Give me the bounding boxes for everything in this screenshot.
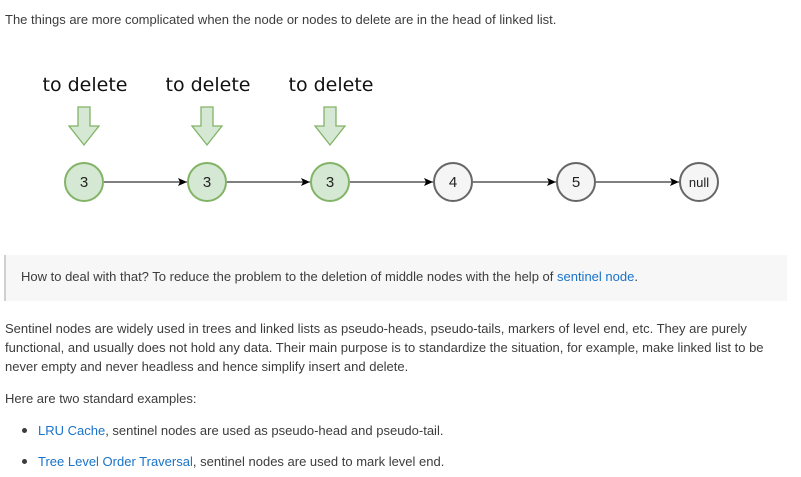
- examples-intro: Here are two standard examples:: [5, 391, 197, 406]
- list-item: Tree Level Order Traversal, sentinel nod…: [22, 452, 444, 471]
- node-value: 3: [203, 174, 211, 191]
- list-node-deleted: 3: [310, 162, 350, 202]
- to-delete-label-1: to delete: [43, 74, 128, 96]
- tree-level-order-traversal-link[interactable]: Tree Level Order Traversal: [38, 454, 193, 469]
- list-node-deleted: 3: [64, 162, 104, 202]
- callout-text: How to deal with that? To reduce the pro…: [21, 269, 638, 284]
- intro-text: The things are more complicated when the…: [5, 12, 557, 27]
- linked-list-diagram: to delete to delete to delete 3 3 3 4 5 …: [43, 74, 719, 202]
- bullet-icon: [22, 428, 27, 434]
- node-value: null: [689, 175, 709, 190]
- list-item-text: , sentinel nodes are used to mark level …: [192, 454, 445, 469]
- node-value: 3: [326, 174, 334, 191]
- callout-text-after: .: [634, 269, 638, 284]
- node-value: 3: [80, 174, 88, 191]
- list-node-null: null: [679, 162, 719, 202]
- list-node: 5: [556, 162, 596, 202]
- bullet-icon: [22, 459, 27, 465]
- down-arrow-icon: [67, 106, 101, 147]
- lru-cache-link[interactable]: LRU Cache: [38, 423, 106, 438]
- callout-box: How to deal with that? To reduce the pro…: [4, 255, 787, 301]
- list-item-text: , sentinel nodes are used as pseudo-head…: [105, 423, 444, 438]
- node-value: 4: [449, 174, 457, 191]
- to-delete-label-3: to delete: [289, 74, 374, 96]
- down-arrow-icon: [190, 106, 224, 147]
- body-paragraph: Sentinel nodes are widely used in trees …: [5, 321, 764, 374]
- down-arrow-icon: [313, 106, 347, 147]
- callout-text-before: How to deal with that? To reduce the pro…: [21, 269, 557, 284]
- sentinel-node-link[interactable]: sentinel node: [556, 269, 635, 284]
- list-node-deleted: 3: [187, 162, 227, 202]
- to-delete-label-2: to delete: [166, 74, 251, 96]
- node-value: 5: [572, 174, 580, 191]
- list-item: LRU Cache, sentinel nodes are used as ps…: [22, 421, 443, 440]
- list-node: 4: [433, 162, 473, 202]
